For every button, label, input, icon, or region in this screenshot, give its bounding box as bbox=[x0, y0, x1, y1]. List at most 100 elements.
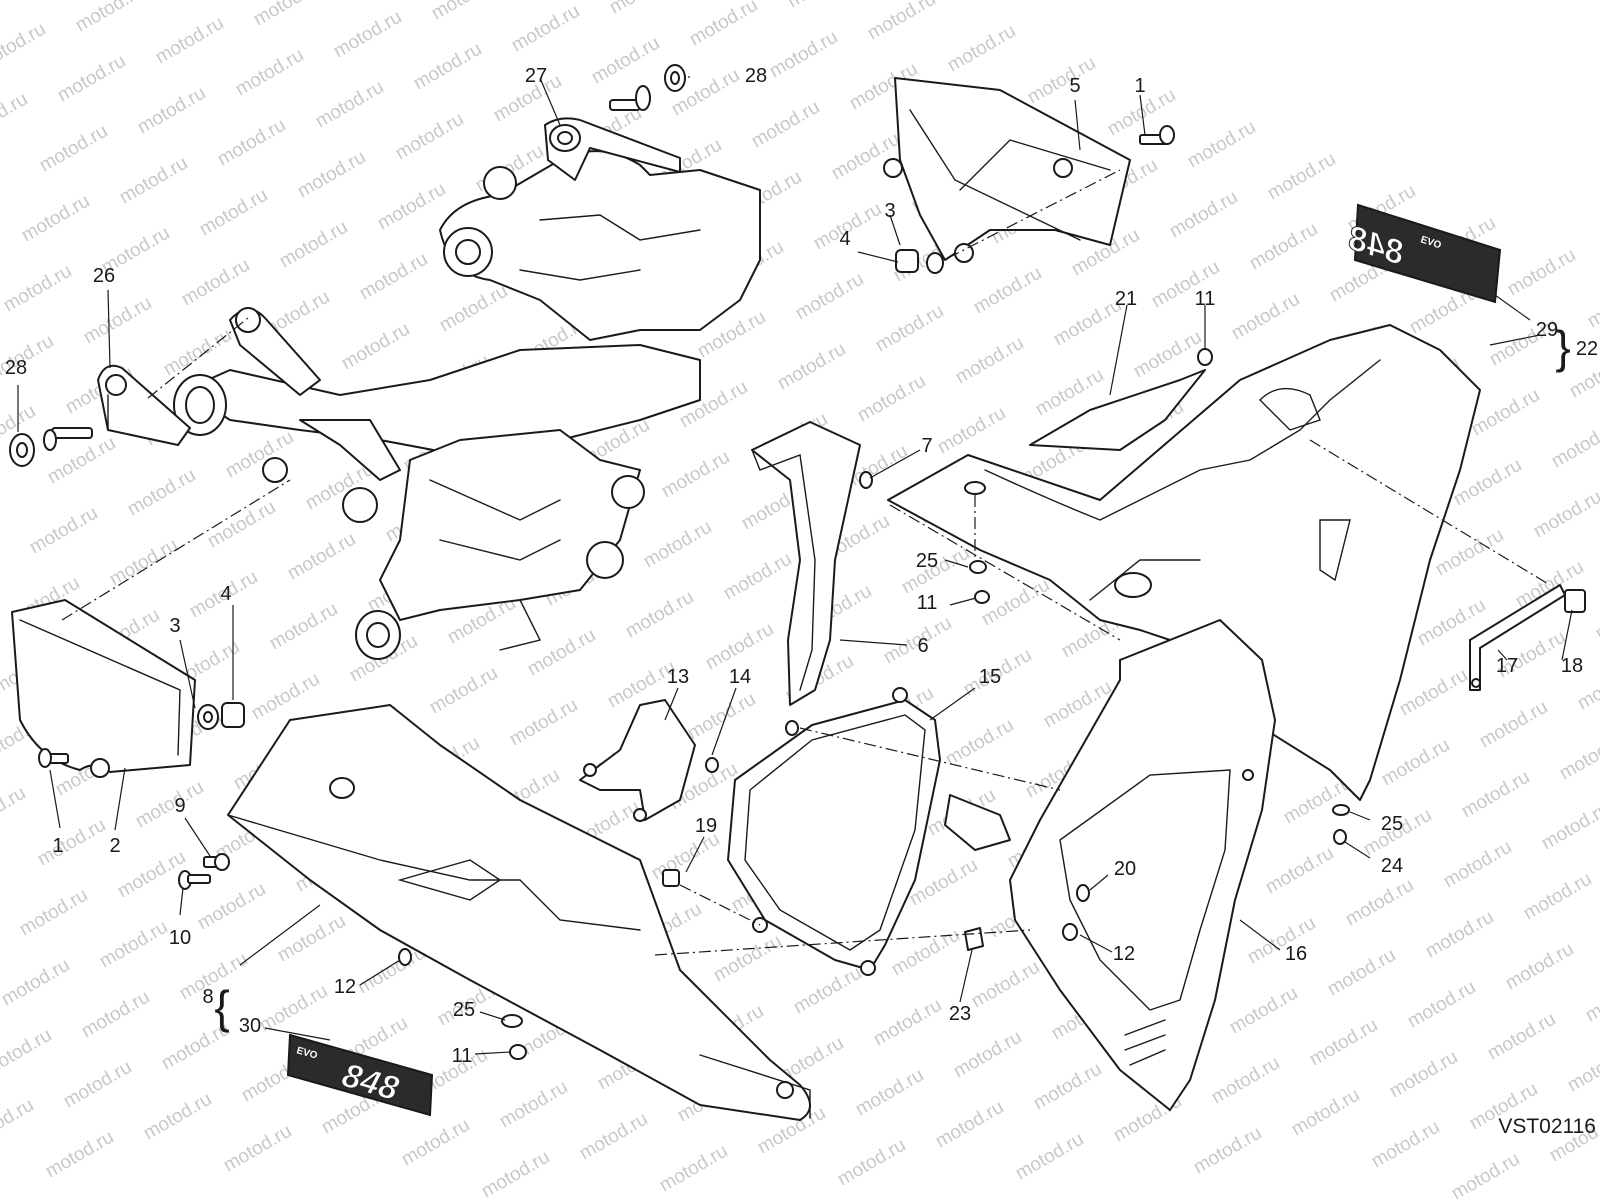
watermark-text: motod.ru bbox=[872, 301, 947, 357]
part-12-screw-lower bbox=[398, 948, 412, 966]
watermark-text: motod.ru bbox=[232, 45, 307, 101]
part-19-clip bbox=[662, 869, 680, 887]
watermark-text: motod.ru bbox=[250, 0, 325, 30]
watermark-text: motod.ru bbox=[0, 955, 73, 1011]
watermark-text: motod.ru bbox=[16, 885, 91, 941]
watermark-text: motod.ru bbox=[1504, 245, 1579, 301]
watermark-text: motod.ru bbox=[0, 0, 67, 4]
watermark-text: motod.ru bbox=[1262, 843, 1337, 899]
part-1-screw-left bbox=[38, 748, 69, 768]
part-6-air-duct bbox=[751, 421, 861, 706]
watermark-text: motod.ru bbox=[1226, 983, 1301, 1039]
watermark-text: motod.ru bbox=[932, 1097, 1007, 1153]
watermark-text: motod.ru bbox=[834, 1135, 909, 1191]
part-22-upper-fairing bbox=[887, 324, 1481, 801]
watermark-text: motod.ru bbox=[0, 261, 75, 317]
watermark-text: motod.ru bbox=[134, 83, 209, 139]
brace-8-symbol: { bbox=[214, 981, 229, 1033]
callout-c8: 8 bbox=[202, 986, 213, 1008]
part-1-screw-top bbox=[1139, 125, 1175, 145]
watermark-text: motod.ru bbox=[720, 549, 795, 605]
part-25-11-lower bbox=[501, 1014, 527, 1060]
watermark-text: motod.ru bbox=[684, 689, 759, 745]
leader-lines bbox=[17, 76, 1573, 1055]
watermark-text: motod.ru bbox=[1440, 837, 1515, 893]
watermark-text: motod.ru bbox=[852, 1065, 927, 1121]
watermark-text: motod.ru bbox=[132, 777, 207, 833]
watermark-text: motod.ru bbox=[496, 1077, 571, 1133]
watermark-text: motod.ru bbox=[1396, 665, 1471, 721]
watermark-text: motod.ru bbox=[312, 77, 387, 133]
watermark-text: motod.ru bbox=[152, 13, 227, 69]
watermark-text: motod.ru bbox=[178, 255, 253, 311]
part-2-side-cover bbox=[11, 599, 196, 778]
callout-layer: 1 2 3 4 9 10 8 { 30 12 25 11 26 28 27 28… bbox=[5, 65, 1598, 1067]
watermark-text: motod.ru bbox=[0, 19, 49, 75]
callout-c3a: 3 bbox=[169, 615, 180, 637]
assembly-lines bbox=[61, 169, 1551, 956]
brace-22-symbol: } bbox=[1555, 321, 1570, 373]
part-16-side-fairing bbox=[944, 619, 1276, 1111]
watermark-text: motod.ru bbox=[60, 1057, 135, 1113]
watermark-text: motod.ru bbox=[766, 27, 841, 83]
part-25-11-upper bbox=[969, 560, 990, 604]
part-18-clip bbox=[1564, 589, 1586, 613]
watermark-text: motod.ru bbox=[72, 0, 147, 36]
callout-c4a: 4 bbox=[220, 583, 231, 605]
watermark-text: motod.ru bbox=[1342, 875, 1417, 931]
part-25-24-right bbox=[1332, 804, 1350, 845]
callout-c11c: 11 bbox=[917, 592, 938, 614]
watermark-text: motod.ru bbox=[1368, 1117, 1443, 1173]
watermark-text: motod.ru bbox=[1030, 1059, 1105, 1115]
watermark-text: motod.ru bbox=[436, 281, 511, 337]
watermark-text: motod.ru bbox=[0, 1025, 55, 1081]
callout-c15: 15 bbox=[979, 666, 1001, 688]
watermark-text: motod.ru bbox=[1582, 971, 1600, 1027]
watermark-text: motod.ru bbox=[934, 403, 1009, 459]
part-3-4-spacer-left bbox=[197, 702, 245, 730]
callout-c30: 30 bbox=[239, 1015, 261, 1037]
callout-c9: 9 bbox=[174, 795, 185, 817]
callout-c22: 22 bbox=[1576, 338, 1598, 360]
watermark-text: motod.ru bbox=[710, 931, 785, 987]
watermark-text: motod.ru bbox=[78, 987, 153, 1043]
part-14-washer bbox=[705, 720, 799, 773]
watermark-text: motod.ru bbox=[398, 1115, 473, 1171]
watermark-text: motod.ru bbox=[478, 1147, 553, 1200]
callout-c12a: 12 bbox=[334, 976, 356, 998]
watermark-text: motod.ru bbox=[124, 465, 199, 521]
watermark-text: motod.ru bbox=[106, 535, 181, 591]
part-11-screw-upper bbox=[1197, 348, 1213, 366]
part-28-grommet-top bbox=[609, 64, 686, 111]
watermark-text: motod.ru bbox=[656, 1141, 731, 1197]
callout-c25a: 25 bbox=[453, 999, 475, 1021]
watermark-text: motod.ru bbox=[648, 829, 723, 885]
watermark-text: motod.ru bbox=[950, 1027, 1025, 1083]
watermark-text: motod.ru bbox=[1502, 939, 1577, 995]
watermark-text: motod.ru bbox=[1264, 149, 1339, 205]
watermark-text: motod.ru bbox=[0, 89, 31, 145]
callout-c29: 29 bbox=[1536, 319, 1558, 341]
watermark-text: motod.ru bbox=[26, 503, 101, 559]
watermark-text: motod.ru bbox=[942, 715, 1017, 771]
watermark-text: motod.ru bbox=[978, 575, 1053, 631]
callout-c3b: 3 bbox=[884, 200, 895, 222]
part-7-screw bbox=[859, 471, 873, 489]
watermark-text: motod.ru bbox=[606, 0, 681, 18]
watermark-text: motod.ru bbox=[1584, 277, 1600, 333]
watermark-text: motod.ru bbox=[622, 587, 697, 643]
callout-c26: 26 bbox=[93, 265, 115, 287]
watermark-text: motod.ru bbox=[1564, 1041, 1600, 1097]
watermark-text: motod.ru bbox=[1184, 117, 1259, 173]
part-26-bracket bbox=[97, 364, 191, 446]
watermark-text: motod.ru bbox=[36, 121, 111, 177]
callout-c23: 23 bbox=[949, 1003, 971, 1025]
watermark-text: motod.ru bbox=[114, 847, 189, 903]
watermark-text: motod.ru bbox=[428, 0, 503, 24]
part-13-bracket bbox=[579, 699, 696, 822]
callout-c6: 6 bbox=[917, 635, 928, 657]
watermark-text: motod.ru bbox=[1246, 219, 1321, 275]
watermark-text: motod.ru bbox=[1484, 1009, 1559, 1065]
